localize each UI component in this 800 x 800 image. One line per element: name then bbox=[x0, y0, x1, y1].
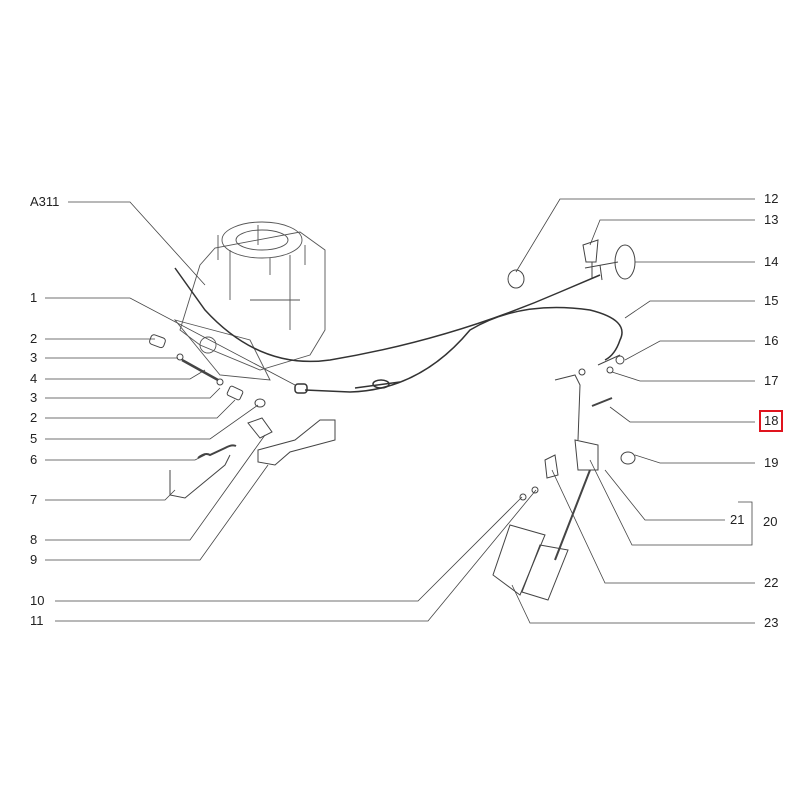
pedal-assembly bbox=[492, 354, 636, 601]
callout-14[interactable]: 14 bbox=[764, 254, 779, 269]
callout-22[interactable]: 22 bbox=[764, 575, 779, 590]
callout-21[interactable]: 21 bbox=[730, 512, 745, 527]
callout-1[interactable]: 1 bbox=[30, 290, 38, 305]
leader-lines-right bbox=[511, 198, 755, 624]
callout-10[interactable]: 10 bbox=[30, 593, 45, 608]
carburetor-illustration bbox=[173, 221, 326, 381]
accelerator-cable bbox=[174, 267, 623, 394]
callout-8[interactable]: 8 bbox=[30, 532, 38, 547]
callout-11[interactable]: 11 bbox=[30, 613, 44, 628]
callout-4[interactable]: 4 bbox=[30, 371, 38, 386]
callout-2b[interactable]: 2 bbox=[30, 410, 38, 425]
callout-3b[interactable]: 3 bbox=[30, 390, 38, 405]
callout-5[interactable]: 5 bbox=[30, 431, 38, 446]
hand-throttle-knob bbox=[507, 239, 636, 289]
callout-23[interactable]: 23 bbox=[764, 615, 779, 630]
callout-20[interactable]: 20 bbox=[763, 514, 778, 529]
callout-18-highlighted[interactable]: 18 bbox=[759, 410, 784, 432]
callout-15[interactable]: 15 bbox=[764, 293, 779, 308]
callout-3[interactable]: 3 bbox=[30, 350, 38, 365]
callout-17[interactable]: 17 bbox=[764, 373, 779, 388]
callout-19[interactable]: 19 bbox=[764, 455, 779, 470]
callout-12[interactable]: 12 bbox=[764, 191, 779, 206]
callout-6[interactable]: 6 bbox=[30, 452, 38, 467]
leader-lines-left bbox=[45, 201, 537, 622]
callout-7[interactable]: 7 bbox=[30, 492, 38, 507]
callout-2[interactable]: 2 bbox=[30, 331, 38, 346]
callout-16[interactable]: 16 bbox=[764, 333, 779, 348]
assembly-code-label: A311 bbox=[30, 194, 60, 209]
callout-9[interactable]: 9 bbox=[30, 552, 38, 567]
linkage-parts bbox=[149, 334, 336, 499]
callout-13[interactable]: 13 bbox=[764, 212, 779, 227]
